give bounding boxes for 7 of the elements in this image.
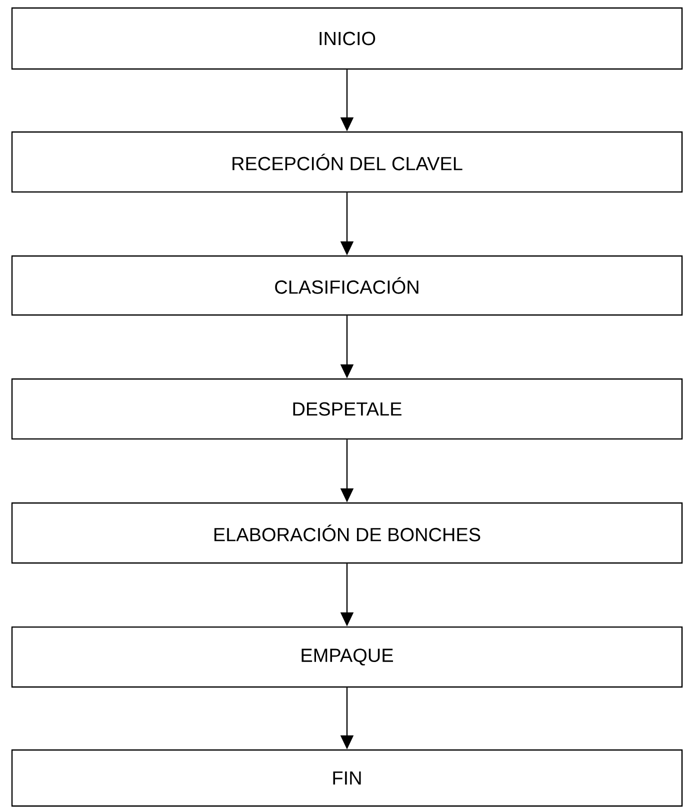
process-box: RECEPCIÓN DEL CLAVEL: [11, 131, 683, 193]
process-box: INICIO: [11, 7, 683, 70]
process-box: ELABORACIÓN DE BONCHES: [11, 502, 683, 564]
process-box: CLASIFICACIÓN: [11, 255, 683, 316]
process-box: EMPAQUE: [11, 626, 683, 688]
process-box: DESPETALE: [11, 378, 683, 440]
process-box: FIN: [11, 749, 683, 807]
